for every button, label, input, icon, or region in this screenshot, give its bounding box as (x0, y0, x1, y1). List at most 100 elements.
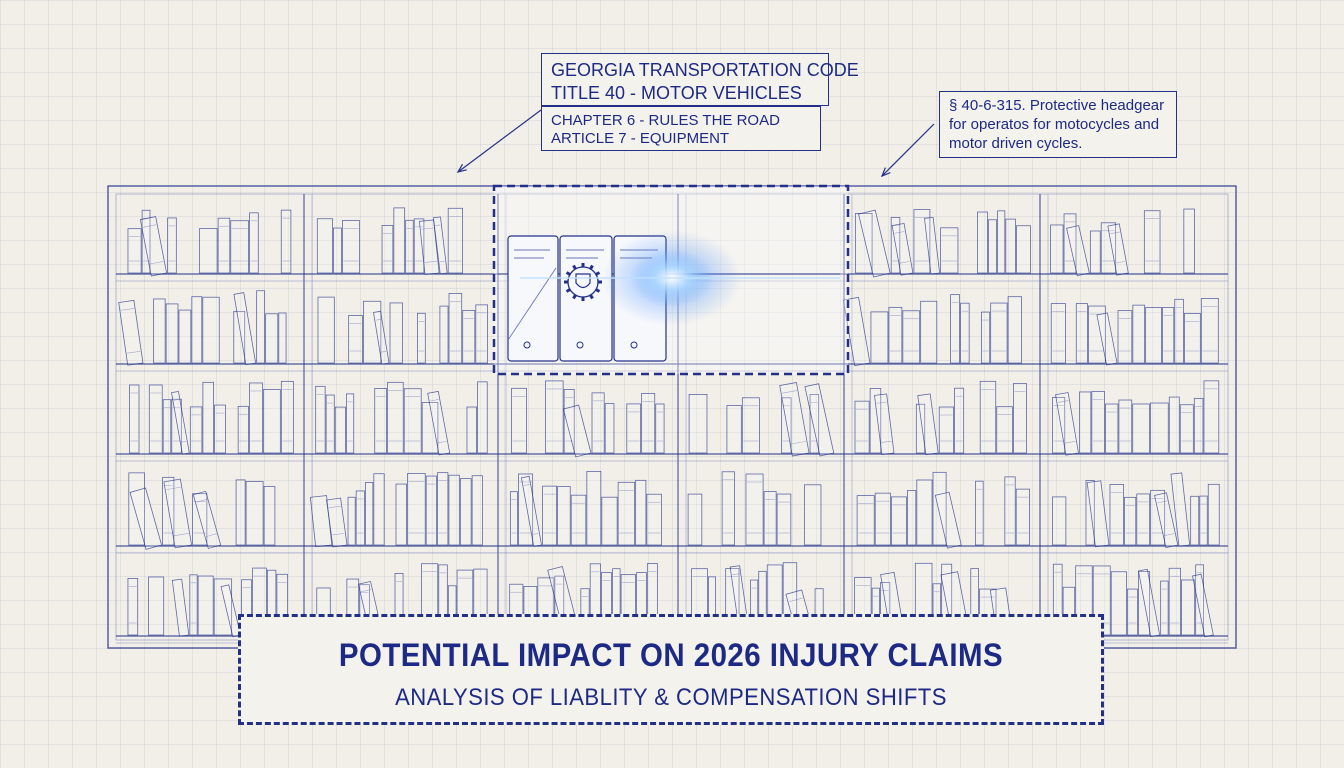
book (1181, 579, 1196, 636)
book-spine (1160, 580, 1169, 636)
book (1005, 218, 1016, 274)
book-spine (1086, 480, 1110, 548)
book-spine (917, 393, 939, 456)
book (167, 217, 177, 274)
book (342, 220, 361, 274)
book (387, 381, 404, 454)
book-spine (1184, 313, 1201, 364)
book-spine (804, 484, 822, 546)
book (192, 493, 208, 546)
book-spine (1105, 403, 1119, 454)
book (655, 403, 665, 454)
book (518, 473, 534, 546)
book (425, 475, 437, 546)
book-spine (1149, 402, 1169, 454)
book-spine (601, 496, 618, 546)
book-spine (202, 381, 215, 454)
book-spine (395, 483, 407, 546)
book (1138, 571, 1151, 636)
book (153, 298, 166, 364)
book (233, 310, 246, 364)
book (245, 481, 264, 546)
book-spine (348, 315, 363, 364)
book (856, 495, 875, 546)
book-spine (141, 209, 151, 274)
book (996, 406, 1013, 454)
book-spine (1050, 303, 1066, 364)
book (363, 300, 382, 364)
book (604, 403, 615, 454)
book (148, 576, 165, 636)
book-spine (980, 311, 991, 364)
book-spine (1203, 380, 1220, 454)
book-spine (646, 493, 662, 546)
book-spine (996, 406, 1013, 454)
book-spine (562, 404, 592, 458)
book (163, 478, 193, 549)
book-spine (189, 406, 203, 454)
book (950, 294, 960, 364)
book-band (332, 532, 345, 536)
book-spine (347, 496, 356, 546)
book (171, 578, 190, 637)
book-band (126, 350, 141, 354)
book (542, 485, 558, 546)
book-spine (249, 212, 259, 274)
book (854, 400, 870, 454)
book-spine (475, 304, 488, 364)
book-spine (214, 404, 226, 454)
book-spine (1118, 399, 1133, 454)
book-spine (189, 574, 198, 636)
book (459, 478, 472, 546)
book-spine (1015, 488, 1030, 546)
book (960, 302, 970, 364)
book-spine (726, 405, 742, 454)
book-spine (171, 578, 190, 637)
book (1149, 402, 1169, 454)
book (1013, 383, 1027, 454)
book (1124, 496, 1137, 546)
book-spine (256, 290, 266, 364)
book (687, 493, 703, 546)
book (874, 492, 891, 546)
book-spine (604, 403, 615, 454)
book-spine (373, 310, 390, 365)
book (1160, 580, 1169, 636)
book (127, 228, 142, 274)
impact-subtitle: ANALYSIS OF LIABLITY & COMPENSATION SHIF… (395, 684, 947, 711)
book-band (791, 441, 806, 445)
book-band (1110, 231, 1120, 234)
book-spine (1183, 208, 1195, 274)
book (855, 213, 873, 274)
book-spine (854, 400, 870, 454)
book (129, 487, 163, 550)
binder-body (507, 235, 559, 362)
book-spine (557, 486, 571, 546)
book (1089, 230, 1101, 274)
book-spine (128, 472, 145, 546)
book-spine (316, 218, 333, 274)
book-spine (1089, 230, 1101, 274)
book-spine (990, 302, 1008, 364)
book-spine (129, 384, 140, 454)
book-spine (1195, 564, 1204, 636)
book (197, 575, 214, 636)
gear-ring (567, 266, 599, 298)
book (192, 490, 222, 549)
book (1143, 210, 1161, 274)
book (162, 399, 172, 454)
book-band (788, 597, 803, 603)
book-spine (641, 392, 656, 454)
book (570, 494, 587, 546)
callout-arrows (456, 109, 935, 178)
book-spine (235, 479, 246, 546)
book (888, 306, 903, 364)
book (405, 219, 414, 274)
book (280, 209, 292, 274)
book (448, 292, 463, 364)
book (779, 382, 810, 457)
book-spine (421, 402, 439, 454)
book-spine (1005, 218, 1016, 274)
book-spine (1192, 573, 1214, 638)
book-spine (333, 227, 342, 274)
